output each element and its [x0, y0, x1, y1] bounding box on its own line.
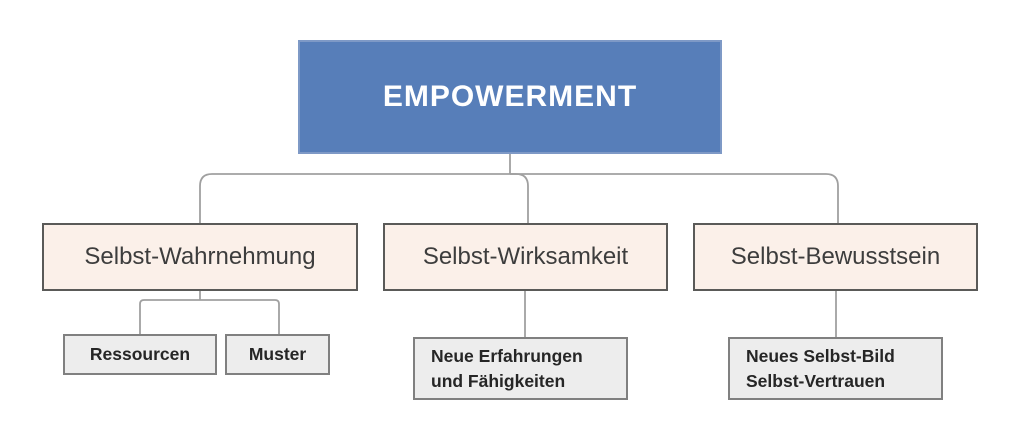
- node-muster: Muster: [225, 334, 330, 375]
- node-ressourcen-label: Ressourcen: [89, 344, 191, 364]
- node-muster-label: Muster: [248, 344, 307, 364]
- node-neue-erfahrungen: Neue Erfahrungen und Fähigkeiten: [413, 337, 628, 400]
- node-selbst-bewusstsein: Selbst-Bewusstsein: [693, 223, 978, 291]
- node-neue-erfahrungen-line1: Neue Erfahrungen: [431, 346, 583, 366]
- node-selbst-wahrnehmung: Selbst-Wahrnehmung: [42, 223, 358, 291]
- node-neue-erfahrungen-line2: und Fähigkeiten: [431, 370, 566, 391]
- connector-root-to-middle: [510, 173, 529, 223]
- node-selbst-wirksamkeit: Selbst-Wirksamkeit: [383, 223, 668, 291]
- node-neues-selbst-bild: Neues Selbst-Bild Selbst-Vertrauen: [728, 337, 943, 400]
- node-neues-selbst-bild-line2: Selbst-Vertrauen: [746, 370, 886, 391]
- node-empowerment: EMPOWERMENT: [298, 40, 722, 154]
- connector-root-to-right: [510, 173, 839, 223]
- node-selbst-wahrnehmung-label: Selbst-Wahrnehmung: [84, 243, 316, 270]
- node-selbst-wirksamkeit-label: Selbst-Wirksamkeit: [422, 243, 629, 270]
- node-ressourcen: Ressourcen: [63, 334, 217, 375]
- node-neues-selbst-bild-line1: Neues Selbst-Bild: [746, 346, 895, 366]
- connector-left-fork: [139, 299, 280, 334]
- node-empowerment-label: EMPOWERMENT: [382, 80, 638, 113]
- connector-root-to-left: [199, 173, 510, 223]
- node-selbst-bewusstsein-label: Selbst-Bewusstsein: [730, 243, 941, 270]
